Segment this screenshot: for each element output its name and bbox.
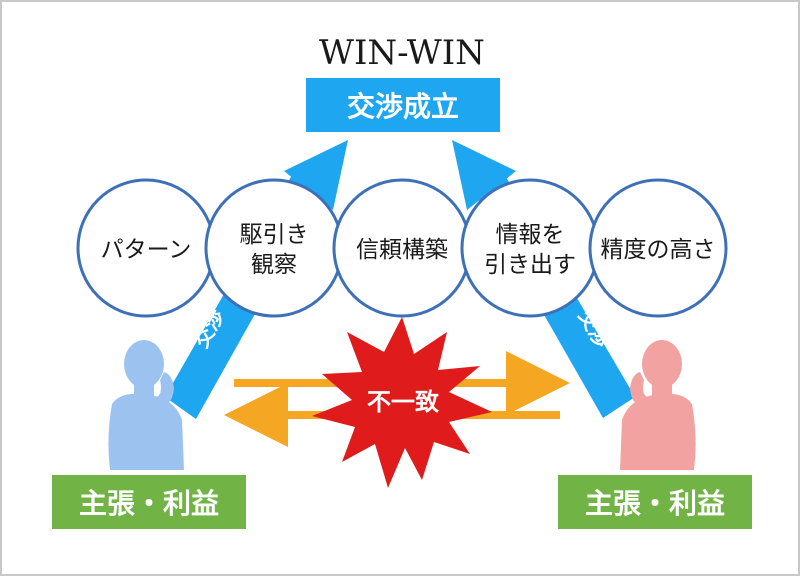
right-claims-label: 主張・利益	[585, 487, 725, 520]
explosion-icon	[312, 317, 492, 488]
left-claims-label: 主張・利益	[79, 487, 219, 520]
circle-bargaining-line1: 駆引き	[240, 222, 309, 248]
title-win-win: WIN-WIN	[319, 33, 485, 73]
circle-bargaining-observation: 駆引き 観察	[204, 178, 344, 318]
circle-pattern-label: パターン	[101, 237, 192, 263]
circle-high-accuracy: 精度の高さ	[588, 178, 728, 318]
thinking-person-icon	[620, 340, 696, 470]
circle-draw-out-information: 情報を 引き出す	[460, 178, 600, 318]
left-claims-box	[52, 475, 246, 529]
circle-information-line1: 情報を	[496, 222, 565, 248]
agreement-label: 交渉成立	[347, 90, 459, 123]
circle-bargaining-line2: 観察	[251, 252, 297, 278]
circle-pattern: パターン	[76, 178, 216, 318]
thinking-person-icon	[108, 340, 184, 470]
conflict-label: 不一致	[367, 388, 440, 416]
circle-information-line2: 引き出す	[484, 252, 576, 278]
circle-accuracy-label: 精度の高さ	[601, 237, 716, 263]
circle-trust-building: 信頼構築	[332, 178, 472, 318]
agreement-box	[306, 78, 500, 132]
right-claims-box	[558, 475, 752, 529]
circle-trust-label: 信頼構築	[356, 237, 448, 263]
